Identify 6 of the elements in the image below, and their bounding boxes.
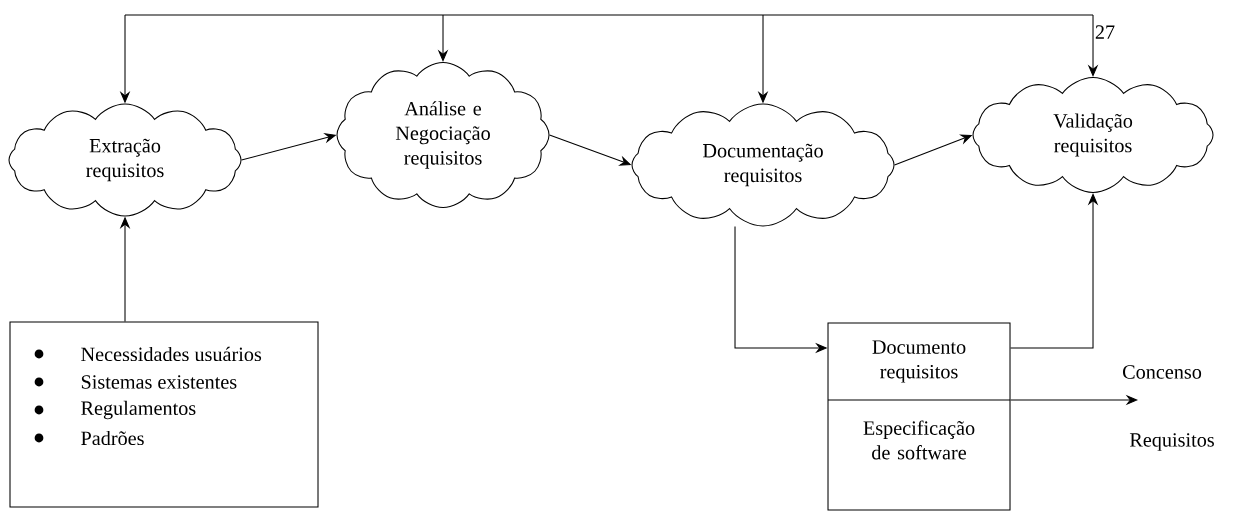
- list-box: Necessidades usuários Sistemas existentes Regulamentos Padrões: [9, 321, 319, 508]
- document-box: Documento requisitos Especificação de software: [827, 322, 1011, 511]
- connector-line: [124, 14, 1094, 16]
- flow-label: Concenso: [1123, 365, 1202, 379]
- flow-label: Requisitos: [1129, 433, 1214, 451]
- page-number: 27: [1095, 25, 1115, 39]
